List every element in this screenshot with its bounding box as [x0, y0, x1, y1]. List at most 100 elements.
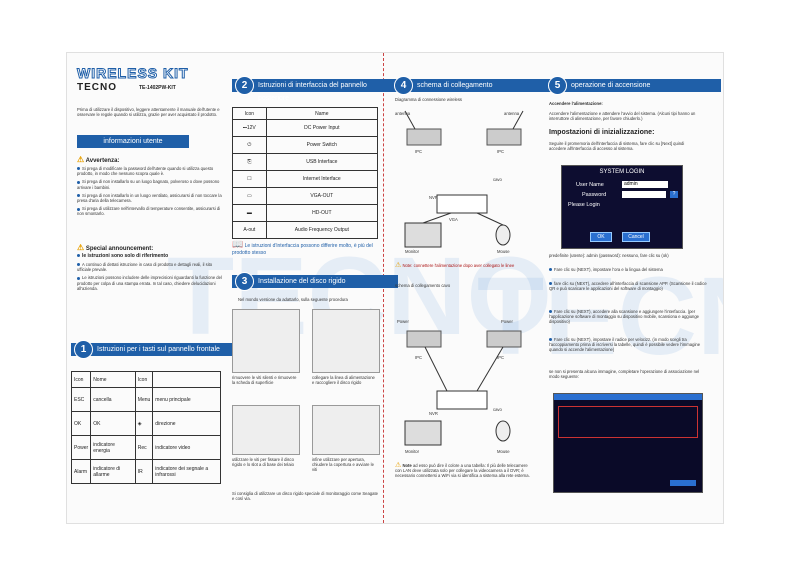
label-ipc: IPC [497, 149, 504, 154]
pairing-title-bar [554, 394, 702, 400]
label-ipc: IPC [415, 355, 422, 360]
diagram-1-title: Diagramma di connessione wireless [395, 97, 463, 102]
antenna-right [512, 110, 524, 130]
section-2-banner: 2 Istruzioni di interfaccia del pannello… [232, 76, 398, 102]
camera-left [406, 128, 442, 146]
pairing-table [558, 406, 698, 438]
special-title: Special announcement: [85, 246, 154, 252]
pairing-screenshot [553, 393, 703, 493]
label-monitor: Monitor [405, 449, 419, 454]
column-1: WIRELESS KIT TECNO TE-1402PW-KIT Prima d… [67, 53, 237, 523]
section-1-title: Istruzioni per i tasti sul pannello fron… [97, 346, 220, 353]
monitor-shape [404, 222, 442, 248]
keyboard-icon[interactable]: ? [670, 191, 678, 198]
section-2-title: Istruzioni di interfaccia del pannello p… [258, 82, 367, 102]
warning-item: Si prega di utilizzare nell'intervallo d… [77, 206, 221, 217]
special-item: Le istruzioni possono includere delle im… [77, 275, 222, 291]
pairing-button [670, 480, 696, 486]
power-on-heading: Accendere l'alimentazione: [549, 101, 603, 106]
nvr-box [436, 390, 488, 410]
section-4-banner: 4 schema di collegamento [391, 76, 555, 95]
system-login-dialog: SYSTEM LOGIN User Name admin Password ? … [561, 165, 683, 249]
user-name-field[interactable]: admin [622, 181, 668, 188]
table-row: ☐Internet Interface [232, 170, 379, 188]
label-power: Power [501, 319, 513, 324]
watermark-logo-right: TECNO [477, 255, 723, 378]
table-header [152, 371, 221, 388]
table-row: ▬HD-OUT [232, 204, 379, 222]
table-header: Icon [232, 107, 267, 120]
diagram-2-title: schema di collegamento cavo [395, 283, 451, 288]
wireless-diagram [404, 110, 524, 248]
hdd-step-2-image [312, 309, 380, 373]
password-field[interactable] [622, 191, 666, 198]
final-text: se non si presenta alcuna immagine, comp… [549, 369, 700, 380]
table-header: Name [265, 107, 379, 120]
label-ipc: IPC [415, 149, 422, 154]
section-2-number: 2 [235, 76, 254, 95]
table-row: ⏻Power Switch [232, 136, 379, 154]
diagram-2-note: ⚠ Note ad esso può dire il colore a una … [395, 462, 530, 479]
warning-icon: ⚠ [395, 462, 402, 469]
power-step: fare clic su (NEXT), accedere all'interf… [549, 281, 707, 292]
column-2: 2 Istruzioni di interfaccia del pannello… [230, 53, 398, 523]
camera-right [486, 128, 522, 146]
camera-right [486, 330, 522, 348]
warning-item: Si prega di modificare la password dell'… [77, 166, 214, 177]
wired-diagram [404, 330, 522, 446]
antenna-left [404, 110, 416, 130]
label-antenna: antenna [395, 111, 411, 116]
login-title: SYSTEM LOGIN [599, 169, 645, 175]
warning-item: Si prega di non installarlo in un luogo … [77, 192, 222, 204]
label-mouse: Mouse [497, 249, 510, 254]
login-cancel-button[interactable]: Cancel [622, 232, 650, 242]
diagram-1-note: ⚠ Note: connettere l'alimentazione dopo … [395, 262, 515, 269]
nvr-box [436, 194, 488, 214]
section-5-number: 5 [548, 76, 567, 95]
special-block: ⚠ Special announcement: le istruzioni so… [77, 243, 225, 291]
power-step: Fare clic su (NEXT), accedere alla scans… [549, 309, 700, 325]
special-subtitle: le istruzioni sono solo di riferimento [77, 253, 225, 259]
label-cable: cavo [493, 407, 502, 412]
warning-block: ⚠ Avvertenza: Si prega di modificare la … [77, 155, 225, 217]
section-5-title: operazione di accensione [571, 82, 651, 89]
mouse-shape [495, 224, 511, 246]
section-4-number: 4 [394, 76, 413, 95]
section-1-banner: 1 Istruzioni per i tasti sul pannello fr… [71, 340, 237, 359]
table-header: Nome [90, 371, 136, 388]
warning-icon: ⚠ [77, 155, 85, 164]
section-5-banner: 5 operazione di accensione [545, 76, 721, 95]
kit-title: WIRELESS KIT [77, 65, 189, 82]
section-4-title: schema di collegamento [417, 82, 493, 89]
manual-sheet: TECNO TECNO WIRELESS KIT TECNO TE-1402PW… [66, 52, 724, 524]
init-heading: Impostazioni di inizializzazione: [549, 129, 655, 136]
rear-note: 📖 Le istruzioni d'interfaccia possono di… [232, 239, 373, 256]
table-row: ▭VGA-OUT [232, 187, 379, 205]
column-3: 4 schema di collegamento Diagramma di co… [389, 53, 555, 523]
please-login-text: Please Login [568, 202, 600, 208]
hdd-step-4: infine utilizzare per apertura, chiudere… [312, 457, 374, 473]
label-nvr: NVR [429, 411, 438, 416]
warning-icon: ⚠ [395, 262, 402, 269]
monitor-shape [404, 420, 442, 446]
info-banner: informazioni utente [77, 135, 189, 148]
fold-line [383, 53, 384, 523]
hdd-step-3: utilizzare le viti per fissare il disco … [232, 457, 294, 468]
book-icon: 📖 [232, 239, 244, 249]
model-number: TE-1402PW-KIT [139, 85, 176, 91]
hdd-intro: Nel mondo versione da adattarlo, sulla s… [238, 297, 348, 302]
table-row: ⎘USB Interface [232, 153, 379, 171]
login-ok-button[interactable]: OK [590, 232, 612, 242]
label-power: Power [397, 319, 409, 324]
camera-left [406, 330, 442, 348]
column-4: 5 operazione di accensione Accendere l'a… [543, 53, 721, 523]
announcement-icon: ⚠ [77, 243, 85, 252]
user-name-label: User Name [576, 182, 604, 188]
mouse-shape [495, 420, 511, 442]
warning-title: Avvertenza: [85, 158, 120, 164]
table-header: Icon [70, 371, 92, 388]
